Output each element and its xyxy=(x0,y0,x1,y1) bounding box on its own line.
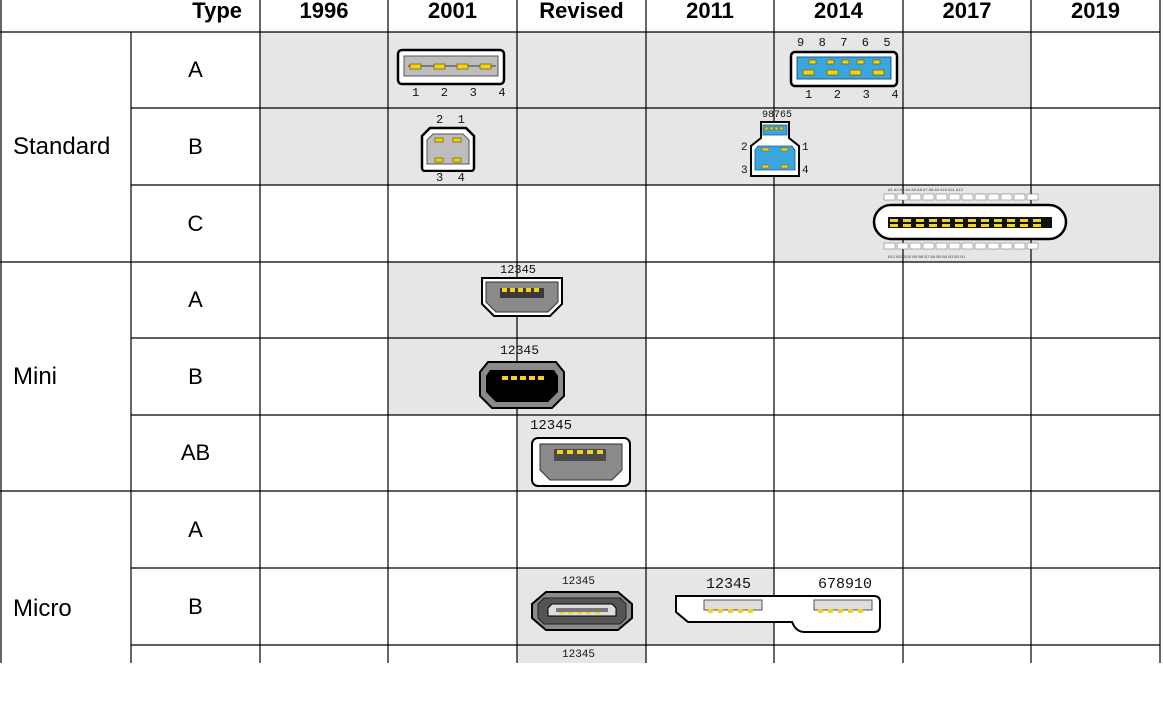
std-b-bottom-pins: 3 4 xyxy=(436,171,465,185)
group-mini: Mini xyxy=(13,362,58,390)
header-corner: Type xyxy=(192,0,242,23)
usb-c-connector-icon: A1 A2 A3 A4 A5 A6 A7 A8 A9 A10 A11 A12 B… xyxy=(872,187,1068,259)
row-label-micro-a: A xyxy=(188,516,203,542)
micro-b-pin-numbers: 12345 xyxy=(562,576,596,588)
std-b-usb3-left-bottom-pin: 3 xyxy=(741,165,748,177)
header-col-1996: 1996 xyxy=(299,0,349,23)
std-b-usb3-left-top-pin: 2 xyxy=(741,142,748,154)
mini-b-pin-numbers: 12345 xyxy=(500,343,540,358)
std-a-usb2-pin-numbers: 1 2 3 4 xyxy=(412,86,506,100)
mini-a-pin-numbers: 12345 xyxy=(500,263,537,277)
header-col-2014: 2014 xyxy=(814,0,863,23)
std-b-usb2-connector-icon xyxy=(420,126,476,172)
std-a-usb3-top-pins: 9 8 7 6 5 xyxy=(797,36,891,50)
header-col-2001: 2001 xyxy=(428,0,477,23)
mini-a-connector-icon xyxy=(481,277,563,317)
mini-b-connector-icon xyxy=(479,361,565,409)
std-b-top-pins: 2 1 xyxy=(436,113,465,127)
std-a-usb2-connector-icon xyxy=(396,48,506,86)
header-col-2019: 2019 xyxy=(1071,0,1120,23)
row-label-mini-b: B xyxy=(188,363,203,389)
group-micro: Micro xyxy=(13,594,72,622)
row-label-mini-a: A xyxy=(188,287,203,312)
std-b-usb3-connector-icon xyxy=(750,121,800,177)
row-label-mini-ab: AB xyxy=(180,440,211,465)
micro-ab-pin-numbers: 12345 xyxy=(562,649,596,661)
micro-b-usb3-left-pins: 12345 xyxy=(706,576,752,593)
micro-b-usb3-right-pins: 678910 xyxy=(818,576,873,593)
mini-ab-pin-numbers: 12345 xyxy=(530,418,573,434)
row-label-standard-a: A xyxy=(188,57,203,82)
micro-b-usb3-connector-icon xyxy=(675,595,881,633)
svg-text:B12 B11 B10 B9 B8 B7 B6 B5 B4: B12 B11 B10 B9 B8 B7 B6 B5 B4 B3 B2 B1 xyxy=(888,254,966,259)
svg-text:A1 A2 A3 A4 A5 A6 A7 A8 A9 A10: A1 A2 A3 A4 A5 A6 A7 A8 A9 A10 A11 A12 xyxy=(888,187,964,192)
header-col-2011: 2011 xyxy=(686,0,734,23)
row-label-micro-b: B xyxy=(188,593,203,619)
row-label-standard-b: B xyxy=(188,133,203,159)
std-a-usb3-bottom-pins: 1 2 3 4 xyxy=(805,88,899,102)
table-grid xyxy=(0,0,1161,663)
row-label-standard-c: C xyxy=(187,210,204,236)
std-b-usb3-right-top-pin: 1 xyxy=(802,142,809,154)
header-col-revised: Revised xyxy=(539,0,624,23)
header-col-2017: 2017 xyxy=(942,0,992,23)
std-b-usb3-right-bottom-pin: 4 xyxy=(802,165,809,177)
std-a-usb3-connector-icon xyxy=(789,50,899,88)
micro-ab-block xyxy=(517,645,646,663)
micro-b-connector-icon xyxy=(531,591,633,631)
std-b-usb3-top-pins: 98765 xyxy=(762,110,793,121)
group-standard: Standard xyxy=(13,133,111,160)
mini-ab-connector-icon xyxy=(531,437,631,487)
